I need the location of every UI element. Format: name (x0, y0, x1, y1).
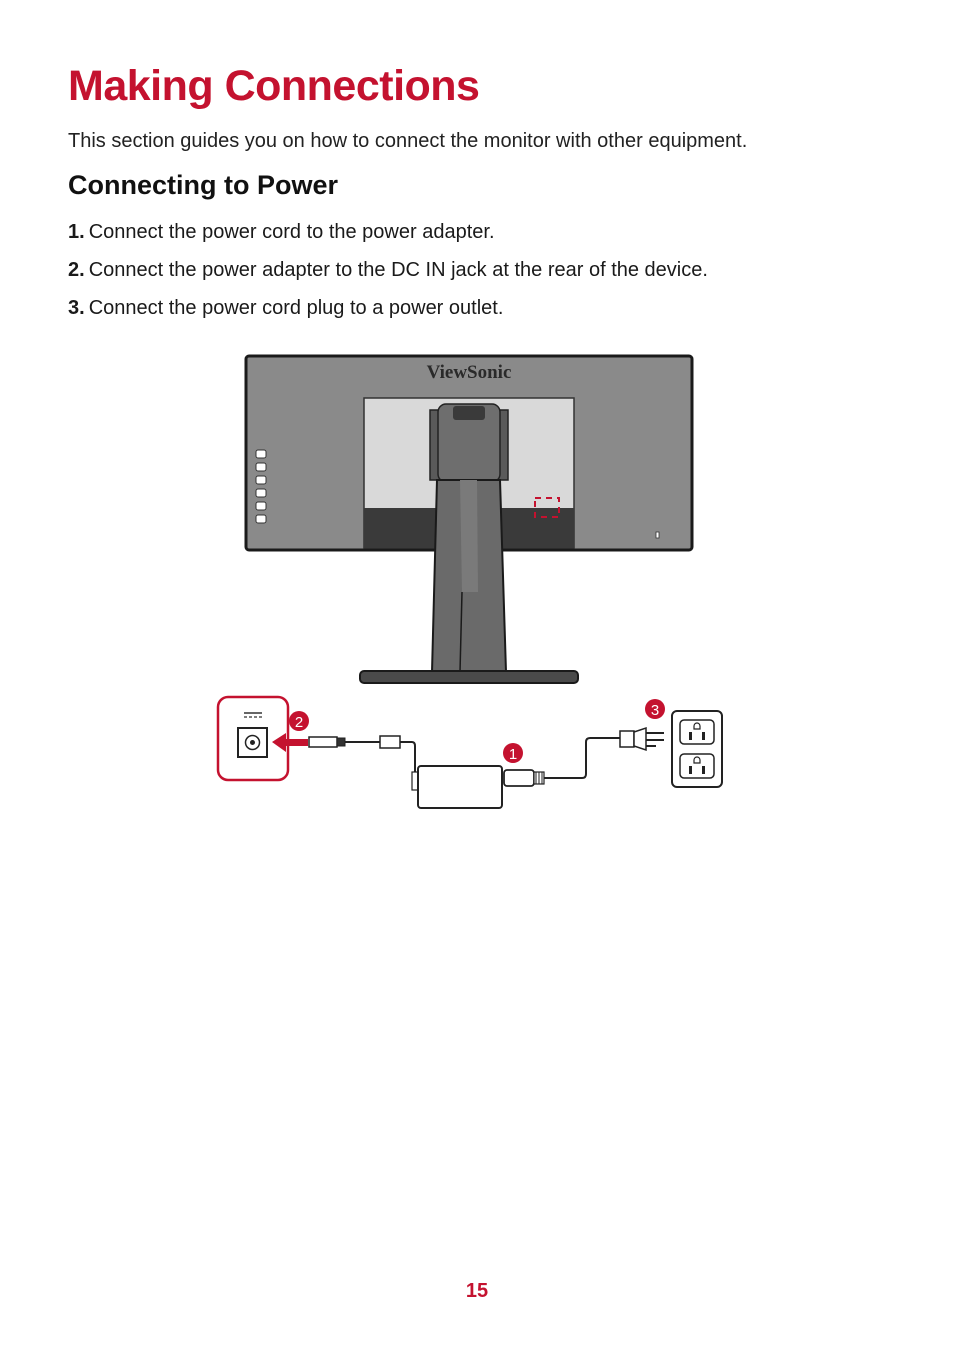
brand-logo: ViewSonic (427, 362, 512, 383)
dc-in-jack-callout (216, 695, 290, 782)
step-text: Connect the power cord plug to a power o… (88, 297, 504, 319)
step-text: Connect the power adapter to the DC IN j… (88, 259, 708, 281)
callout-2: 2 (289, 711, 309, 731)
step-number: 2. (68, 259, 85, 281)
steps-list: 1.Connect the power cord to the power ad… (68, 219, 708, 333)
step-1: 1.Connect the power cord to the power ad… (68, 219, 708, 257)
monitor-rear-illustration: ViewSonic (244, 354, 694, 684)
section-title: Connecting to Power (68, 170, 338, 200)
page-title: Making Connections (68, 62, 480, 110)
callout-3-label: 3 (651, 702, 659, 719)
page-number: 15 (465, 1280, 489, 1302)
callout-1: 1 (503, 743, 523, 763)
power-connection-diagram: ViewSonic (216, 354, 723, 809)
power-adapter (417, 765, 503, 809)
ac-power-cord (503, 726, 664, 787)
insert-arrow-icon (272, 733, 308, 752)
callout-3: 3 (645, 699, 665, 719)
monitor-buttons (255, 449, 267, 524)
callout-2-label: 2 (295, 714, 303, 731)
dc-cable (308, 735, 419, 791)
step-2: 2.Connect the power adapter to the DC IN… (68, 257, 708, 295)
step-number: 3. (68, 297, 85, 319)
intro-text: This section guides you on how to connec… (68, 130, 748, 152)
step-text: Connect the power cord to the power adap… (88, 221, 495, 243)
step-3: 3.Connect the power cord plug to a power… (68, 295, 708, 333)
callout-1-label: 1 (509, 746, 517, 763)
wall-outlet (671, 710, 723, 788)
step-number: 1. (68, 221, 85, 243)
